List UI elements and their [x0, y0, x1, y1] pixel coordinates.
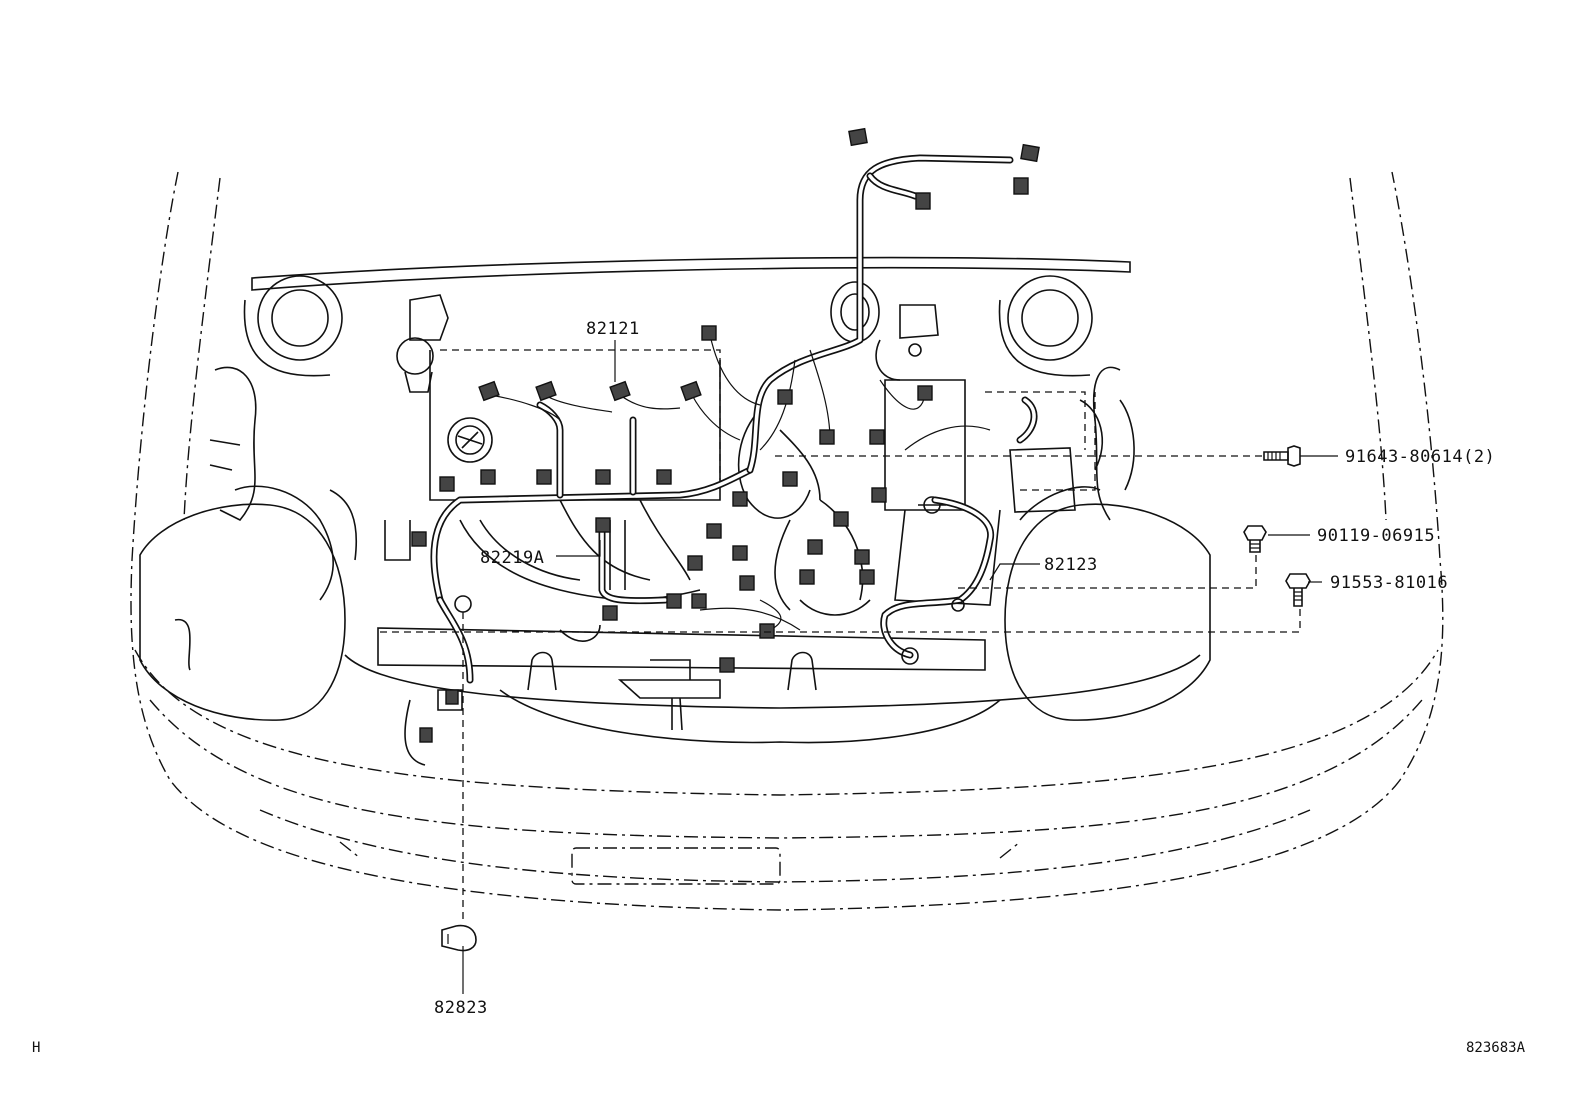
- strut-tower-left: [243, 275, 343, 377]
- strut-tower-right: [998, 275, 1093, 377]
- bolt-91643-icon: [1263, 445, 1301, 467]
- bolt-90119-icon: [1243, 525, 1267, 553]
- bolt-91553-icon: [1285, 573, 1311, 607]
- label-82123: 82123: [1044, 555, 1098, 575]
- clamp-82823-icon: [441, 924, 477, 952]
- car-body-outline: [130, 171, 1444, 911]
- label-90119-06915: 90119-06915: [1317, 526, 1435, 546]
- harness-connectors: [411, 127, 1040, 743]
- label-82823: 82823: [434, 998, 488, 1018]
- label-82121: 82121: [586, 319, 640, 339]
- label-82219a: 82219A: [480, 548, 544, 568]
- label-91643-80614: 91643-80614(2): [1345, 447, 1495, 467]
- headlamp-left: [139, 503, 346, 721]
- headlamp-right: [1004, 503, 1211, 721]
- engine-wire-harness: [430, 154, 1038, 684]
- label-91553-81016: 91553-81016: [1330, 573, 1448, 593]
- engine-bay-structure: [209, 281, 1201, 766]
- leader-lines: [380, 340, 1338, 994]
- corner-code-left: H: [32, 1040, 40, 1056]
- figure-number: 823683A: [1466, 1040, 1526, 1056]
